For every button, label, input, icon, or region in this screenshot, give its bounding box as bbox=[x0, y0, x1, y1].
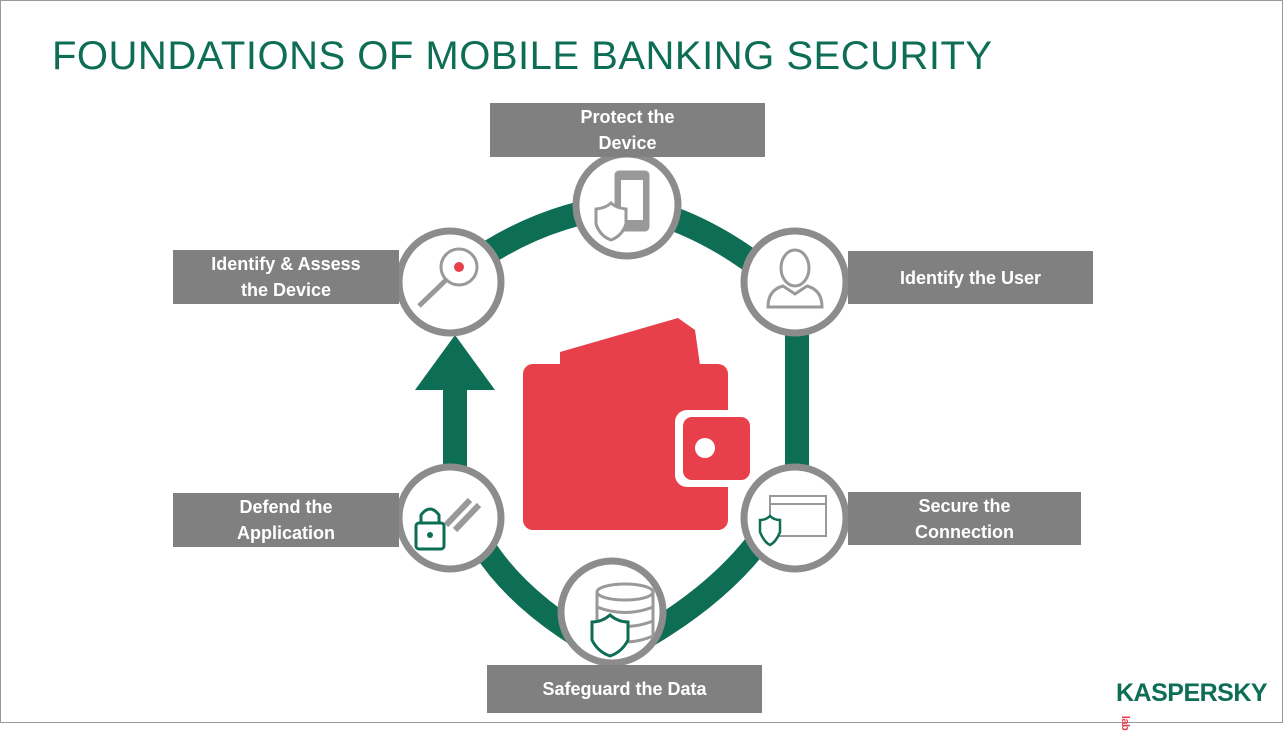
user-icon bbox=[766, 248, 824, 309]
label-line: Identify & Assess bbox=[211, 254, 361, 274]
kaspersky-logo: KASPERSKY lab bbox=[1116, 679, 1283, 737]
wallet-icon bbox=[523, 318, 757, 530]
label-line: Identify the User bbox=[899, 267, 1042, 288]
logo-text: KASPERSKY bbox=[1116, 679, 1268, 707]
label-line: Application bbox=[237, 523, 335, 543]
label-line: Secure the bbox=[918, 495, 1011, 516]
label-line: Connection bbox=[915, 521, 1014, 542]
arrow-head-icon bbox=[415, 335, 495, 390]
page-title: FOUNDATIONS OF MOBILE BANKING SECURITY bbox=[52, 34, 993, 78]
browser-shield-icon bbox=[758, 495, 827, 547]
lock-chain-icon bbox=[414, 497, 482, 551]
database-shield-icon bbox=[590, 582, 655, 658]
magnifier-bug-icon bbox=[417, 247, 479, 308]
label-line: Protect the bbox=[580, 107, 675, 127]
label-line: Defend the bbox=[239, 497, 333, 517]
label-line: the Device bbox=[240, 280, 332, 300]
label-safeguard-data: Safeguard the Data bbox=[487, 665, 762, 713]
label-identify-assess: Identify & Assess the Device bbox=[173, 250, 399, 304]
logo-suffix: lab bbox=[1119, 716, 1132, 731]
phone-shield-icon bbox=[594, 170, 650, 242]
step-circle-identify-user bbox=[740, 227, 850, 337]
label-identify-user: Identify the User bbox=[848, 251, 1093, 304]
label-line: Safeguard the Data bbox=[542, 679, 707, 699]
label-line: Device bbox=[598, 133, 657, 153]
